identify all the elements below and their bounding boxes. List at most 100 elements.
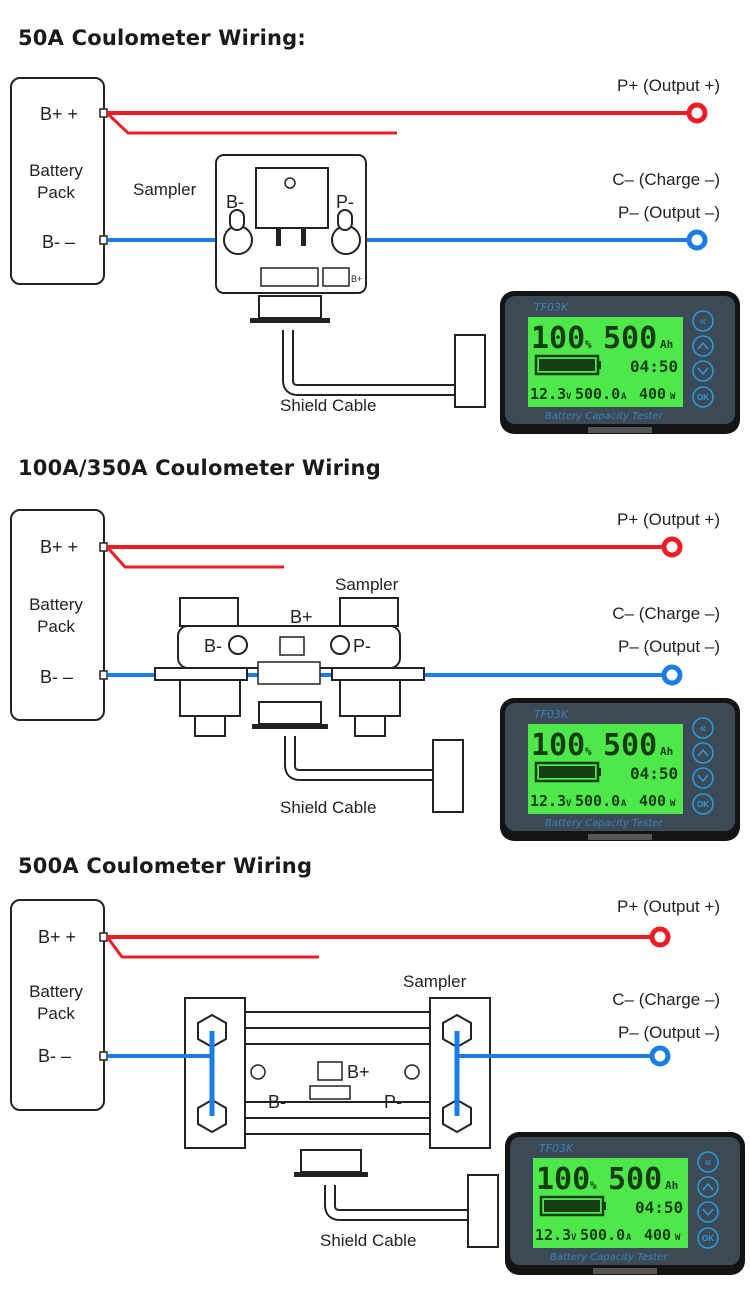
time-value: 04:50 — [630, 764, 678, 783]
current-unit: A — [621, 799, 627, 809]
output-pminus-label: P– (Output –) — [618, 637, 720, 656]
section-100a-350a: 100A/350A Coulometer Wiring B+ + Battery… — [0, 440, 750, 850]
down-button[interactable] — [692, 767, 714, 789]
power-value: 400 — [644, 1226, 671, 1244]
sampler-bplus-label: B+ — [290, 607, 313, 627]
pminus-terminal-icon — [649, 1045, 671, 1067]
section-title: 50A Coulometer Wiring: — [18, 26, 306, 50]
soc-value: 100 — [531, 321, 585, 356]
battery-bplus-label: B+ + — [40, 537, 78, 557]
ok-label: OK — [702, 1234, 714, 1243]
sampler-label: Sampler — [133, 180, 197, 199]
output-cminus-label: C– (Charge –) — [612, 990, 720, 1009]
up-button[interactable] — [697, 1176, 719, 1198]
wiring-diagram-50a: B+ + Battery Pack B- – B- — [10, 76, 720, 415]
battery-bminus-label: B- – — [38, 1046, 71, 1066]
battery-level-icon — [539, 1195, 606, 1217]
up-button[interactable] — [692, 335, 714, 357]
current-unit: A — [621, 392, 627, 402]
power-value: 400 — [639, 385, 666, 403]
output-pplus-label: P+ (Output +) — [617, 510, 720, 529]
coulometer-display: TF03K 100 % 500 Ah 04:50 12.3 V 500.0 A … — [500, 698, 740, 841]
battery-level-icon — [534, 354, 601, 376]
battery-pack: B+ + Battery Pack B- – — [10, 77, 108, 285]
current-value: 500.0 — [575, 385, 620, 403]
soc-unit: % — [585, 745, 592, 758]
ok-button[interactable] — [692, 793, 714, 815]
voltage-value: 12.3 — [530, 385, 566, 403]
battery-pack: B+ + Battery Pack B- – — [10, 899, 108, 1111]
battery-label-line1: Battery — [29, 982, 83, 1001]
cable-label: Shield Cable — [280, 798, 376, 817]
battery-label-line2: Pack — [37, 1004, 75, 1023]
pplus-terminal-icon — [686, 102, 708, 124]
section-title: 500A Coulometer Wiring — [18, 854, 313, 878]
sampler-pminus-label: P- — [353, 636, 371, 656]
chevron-down-icon — [697, 367, 709, 376]
voltage-value: 12.3 — [530, 792, 566, 810]
ok-button[interactable] — [692, 386, 714, 408]
capacity-unit: Ah — [660, 745, 673, 758]
chevron-up-icon — [702, 1182, 714, 1191]
voltage-unit: V — [571, 1233, 577, 1243]
back-icon: « — [705, 1155, 712, 1169]
sampler-bplus-label: B+ — [351, 274, 362, 284]
battery-label-line1: Battery — [29, 595, 83, 614]
capacity-value: 500 — [608, 1162, 662, 1197]
sampler-bminus-label: B- — [204, 636, 222, 656]
down-button[interactable] — [692, 360, 714, 382]
pminus-terminal-icon — [686, 229, 708, 251]
back-button[interactable] — [692, 717, 714, 739]
output-cminus-label: C– (Charge –) — [612, 604, 720, 623]
positive-wire — [106, 102, 708, 135]
coulometer-display: TF03K 100 % 500 Ah 04:50 12.3 V 500.0 A … — [500, 291, 740, 434]
cable-label: Shield Cable — [320, 1231, 416, 1250]
capacity-unit: Ah — [660, 338, 673, 351]
current-unit: A — [626, 1233, 632, 1243]
capacity-unit: Ah — [665, 1179, 678, 1192]
section-50a: 50A Coulometer Wiring: B+ + Battery Pack… — [0, 0, 750, 440]
coulometer-display: TF03K 100 % 500 Ah 04:50 12.3 V 500.0 A … — [505, 1132, 745, 1275]
sampler-bminus-label: B- — [268, 1092, 286, 1112]
sampler-bminus-label: B- — [226, 192, 244, 212]
battery-bplus-label: B+ + — [38, 927, 76, 947]
model-label: TF03K — [534, 301, 569, 314]
down-button[interactable] — [697, 1201, 719, 1223]
cable-connector — [454, 334, 486, 408]
chevron-up-icon — [697, 748, 709, 757]
section-title: 100A/350A Coulometer Wiring — [18, 456, 381, 480]
pminus-terminal-icon — [661, 664, 683, 686]
battery-label-line1: Battery — [29, 161, 83, 180]
sampler-500a: B+ B- P- — [184, 997, 491, 1177]
battery-bminus-label: B- – — [40, 667, 73, 687]
soc-unit: % — [585, 338, 592, 351]
time-value: 04:50 — [630, 357, 678, 376]
device-footer-label: Battery Capacity Tester — [545, 818, 663, 829]
power-value: 400 — [639, 792, 666, 810]
time-value: 04:50 — [635, 1198, 683, 1217]
sampler-50a: B- P- B+ — [215, 154, 367, 323]
output-pminus-label: P– (Output –) — [618, 203, 720, 222]
sampler-pminus-label: P- — [384, 1092, 402, 1112]
voltage-value: 12.3 — [535, 1226, 571, 1244]
ok-label: OK — [697, 393, 709, 402]
ok-button[interactable] — [697, 1227, 719, 1249]
device-footer-label: Battery Capacity Tester — [550, 1252, 668, 1263]
battery-bplus-label: B+ + — [40, 104, 78, 124]
sampler-label: Sampler — [403, 972, 467, 991]
output-pplus-label: P+ (Output +) — [617, 76, 720, 95]
soc-unit: % — [590, 1179, 597, 1192]
model-label: TF03K — [539, 1142, 574, 1155]
battery-bminus-label: B- – — [42, 232, 75, 252]
capacity-value: 500 — [603, 321, 657, 356]
chevron-down-icon — [702, 1208, 714, 1217]
sampler-100a-350a: B- P- B+ — [154, 597, 425, 737]
output-pplus-label: P+ (Output +) — [617, 897, 720, 916]
back-button[interactable] — [692, 310, 714, 332]
ok-label: OK — [697, 800, 709, 809]
back-button[interactable] — [697, 1151, 719, 1173]
up-button[interactable] — [692, 742, 714, 764]
battery-label-line2: Pack — [37, 183, 75, 202]
section-500a: 500A Coulometer Wiring B+ + Battery Pack… — [0, 850, 750, 1300]
power-unit: W — [675, 1233, 681, 1243]
